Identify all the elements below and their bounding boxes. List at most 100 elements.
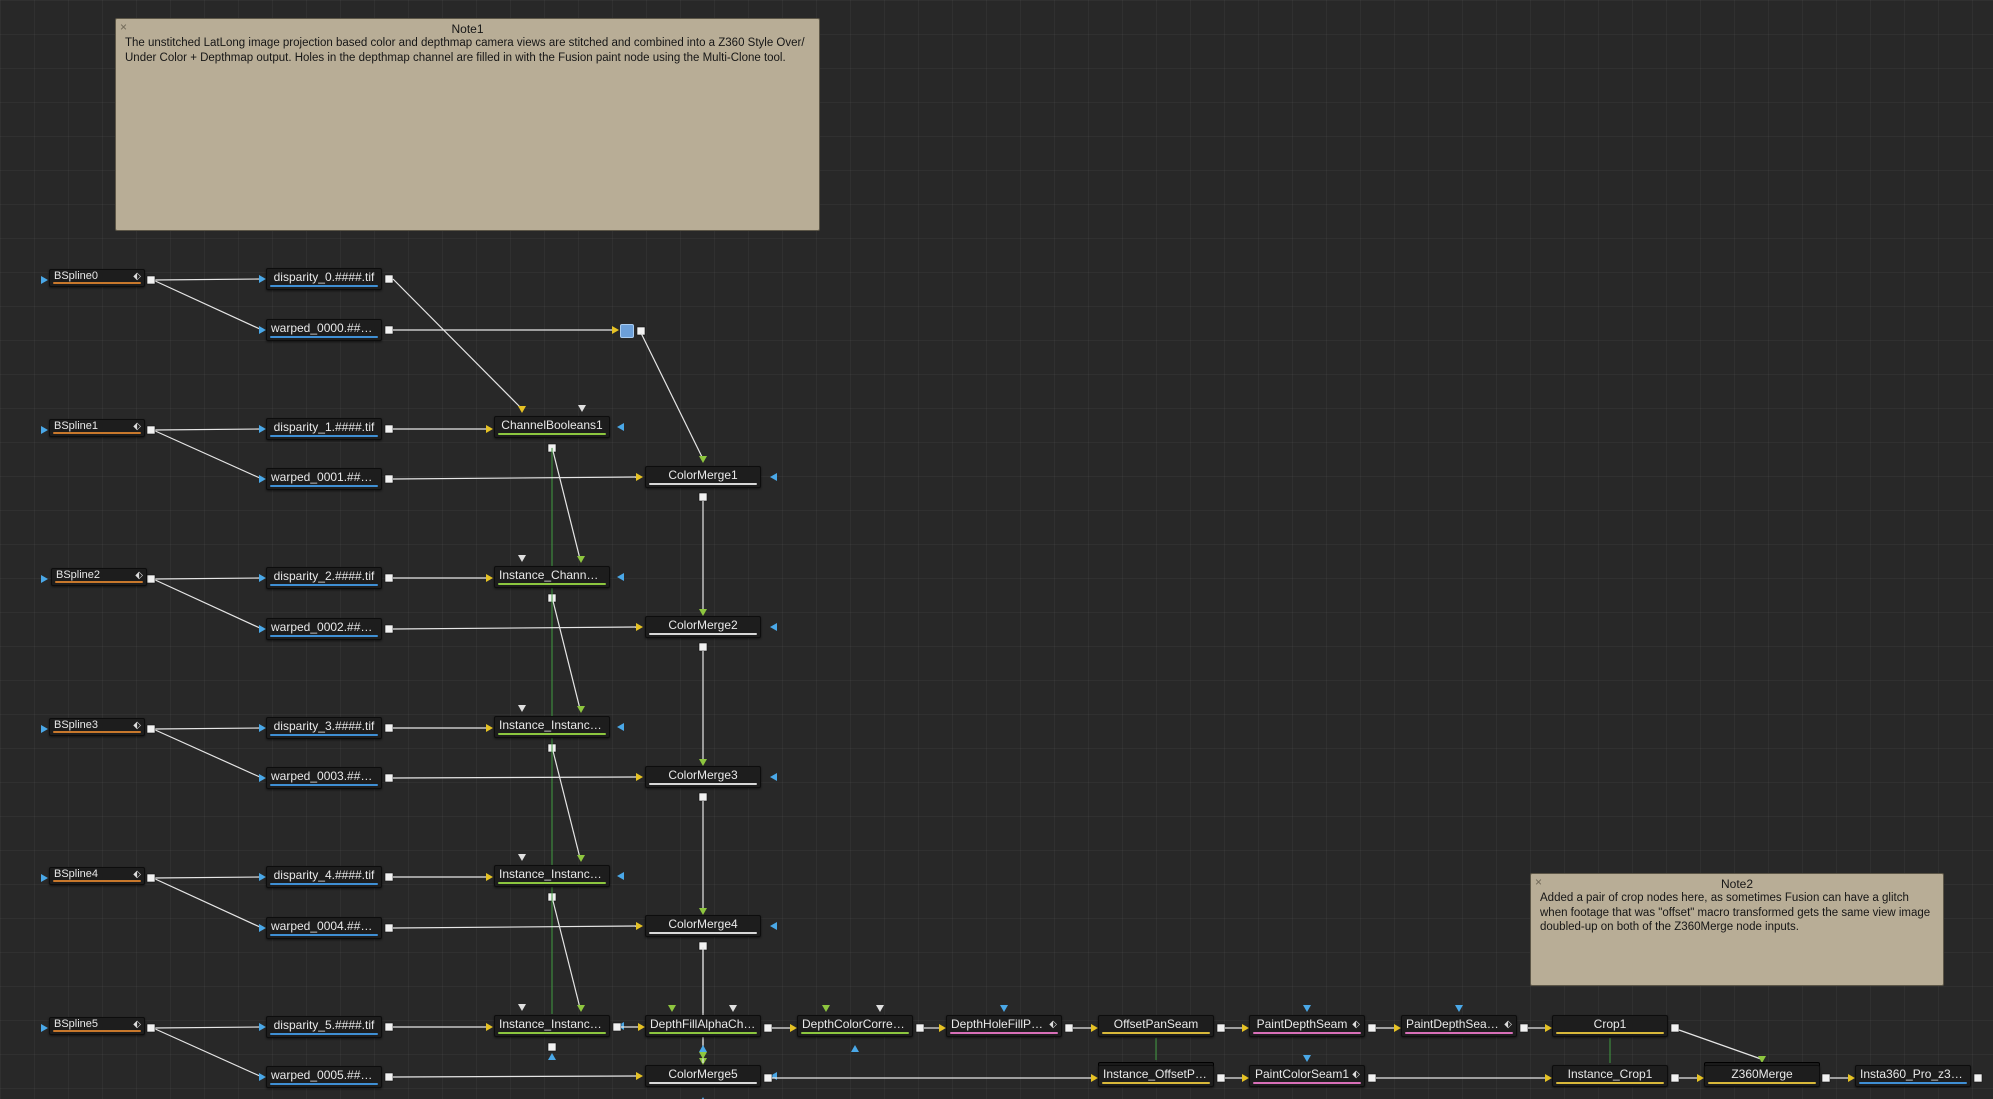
instance-instance-node-4[interactable]: Instance_Instance_... <box>494 865 610 887</box>
note2[interactable]: × Note2 Added a pair of crop nodes here,… <box>1530 873 1944 986</box>
paintcolorseam1-node[interactable]: PaintColorSeam1 ⬖ <box>1249 1065 1365 1087</box>
output-port <box>146 275 156 285</box>
warped4-loader-node[interactable]: warped_0004.####... <box>266 917 382 939</box>
warped2-loader-node[interactable]: warped_0002.####... <box>266 618 382 640</box>
channelbooleans1-node[interactable]: ChannelBooleans1 <box>494 416 610 438</box>
bspline4-node[interactable]: BSpline4 ⬖ <box>49 867 145 885</box>
input-arrow <box>486 425 493 433</box>
modifier-icon: ⬖ <box>133 869 141 880</box>
output-port <box>1367 1073 1377 1083</box>
wire <box>1678 1029 1762 1060</box>
output-port <box>146 724 156 734</box>
depthholefillpaint-node[interactable]: DepthHoleFillPai... ⬖ <box>946 1015 1062 1037</box>
disparity5-loader-node[interactable]: disparity_5.####.tif <box>266 1016 382 1038</box>
note1[interactable]: × Note1 The unstitched LatLong image pro… <box>115 18 820 231</box>
input-arrow <box>577 1005 585 1012</box>
wire <box>152 578 263 630</box>
input-arrow <box>636 1072 643 1080</box>
wire <box>152 279 263 331</box>
pipe-router[interactable] <box>620 324 634 338</box>
crop1-node[interactable]: Crop1 <box>1552 1015 1668 1037</box>
input-arrow <box>41 1024 48 1032</box>
input-arrow <box>790 1024 797 1032</box>
instance-crop1-node[interactable]: Instance_Crop1 <box>1552 1065 1668 1087</box>
output-port <box>1973 1073 1983 1083</box>
input-arrow <box>699 1045 707 1052</box>
instance-instance-node-5[interactable]: Instance_Instance_... <box>494 1015 610 1037</box>
wire <box>152 429 263 480</box>
depthfillalphachannel-node[interactable]: DepthFillAlphaCha... <box>645 1015 761 1037</box>
input-arrow <box>1545 1024 1552 1032</box>
instance-instance-node-3[interactable]: Instance_Instance_... <box>494 716 610 738</box>
input-arrow <box>259 425 266 433</box>
wire <box>152 1026 263 1029</box>
input-arrow <box>770 922 777 930</box>
input-arrow <box>518 854 526 861</box>
note2-close-icon[interactable]: × <box>1535 875 1543 889</box>
note1-close-icon[interactable]: × <box>120 20 128 34</box>
bspline1-node[interactable]: BSpline1 ⬖ <box>49 419 145 437</box>
instance-offsetpanseam-node[interactable]: Instance_OffsetPan... <box>1098 1065 1214 1087</box>
modifier-icon: ⬖ <box>133 720 141 731</box>
warped3-loader-node[interactable]: warped_0003.####... <box>266 767 382 789</box>
warped1-loader-node[interactable]: warped_0001.####... <box>266 468 382 490</box>
output-port <box>384 923 394 933</box>
input-arrow <box>876 1005 884 1012</box>
output-port <box>384 424 394 434</box>
output-port <box>547 1042 557 1052</box>
bspline3-node[interactable]: BSpline3 ⬖ <box>49 718 145 736</box>
input-arrow <box>636 922 643 930</box>
disparity0-loader-node[interactable]: disparity_0.####.tif <box>266 268 382 290</box>
input-arrow <box>1091 1074 1098 1082</box>
wire <box>392 476 639 480</box>
warped0-loader-node[interactable]: warped_0000.####... <box>266 319 382 341</box>
input-arrow <box>822 1005 830 1012</box>
output-port <box>1064 1023 1074 1033</box>
input-arrow <box>518 555 526 562</box>
input-arrow <box>1394 1024 1401 1032</box>
input-arrow <box>577 706 585 713</box>
colormerge4-node[interactable]: ColorMerge4 <box>645 915 761 937</box>
paintdepthseam-node[interactable]: PaintDepthSeam ⬖ <box>1249 1015 1365 1037</box>
wire <box>551 446 581 560</box>
colormerge2-node[interactable]: ColorMerge2 <box>645 616 761 638</box>
bspline0-node[interactable]: BSpline0 ⬖ <box>49 269 145 287</box>
input-arrow <box>617 423 624 431</box>
offsetpanseam-node[interactable]: OffsetPanSeam <box>1098 1015 1214 1037</box>
depthcolorcorrector-node[interactable]: DepthColorCorrect... <box>797 1015 913 1037</box>
bspline5-node[interactable]: BSpline5 ⬖ <box>49 1017 145 1035</box>
output-port <box>384 274 394 284</box>
instance-channelbooleans-node[interactable]: Instance_ChannelB... <box>494 566 610 588</box>
input-arrow <box>486 1023 493 1031</box>
output-port <box>612 1022 622 1032</box>
input-arrow <box>1303 1005 1311 1012</box>
bspline2-node[interactable]: BSpline2 ⬖ <box>51 568 147 586</box>
input-arrow <box>1545 1074 1552 1082</box>
output-port <box>1216 1073 1226 1083</box>
disparity3-loader-node[interactable]: disparity_3.####.tif <box>266 717 382 739</box>
modifier-icon: ⬖ <box>133 421 141 432</box>
colormerge5-node[interactable]: ColorMerge5 <box>645 1065 761 1087</box>
colormerge3-node[interactable]: ColorMerge3 <box>645 766 761 788</box>
note2-text: Added a pair of crop nodes here, as some… <box>1540 892 1931 933</box>
disparity1-loader-node[interactable]: disparity_1.####.tif <box>266 418 382 440</box>
colormerge1-node[interactable]: ColorMerge1 <box>645 466 761 488</box>
output-port <box>1670 1073 1680 1083</box>
insta360-saver-node[interactable]: Insta360_Pro_z360... <box>1855 1065 1971 1087</box>
input-arrow <box>1242 1024 1249 1032</box>
disparity2-loader-node[interactable]: disparity_2.####.tif <box>266 567 382 589</box>
output-port <box>1216 1023 1226 1033</box>
z360merge-node[interactable]: Z360Merge <box>1704 1065 1820 1087</box>
input-arrow <box>617 872 624 880</box>
input-arrow <box>699 908 707 915</box>
note2-title: Note2 <box>1720 877 1754 891</box>
input-arrow <box>41 725 48 733</box>
output-port <box>1821 1073 1831 1083</box>
disparity4-loader-node[interactable]: disparity_4.####.tif <box>266 866 382 888</box>
paintdepthseam2-node[interactable]: PaintDepthSeam2 ⬖ <box>1401 1015 1517 1037</box>
output-port <box>384 723 394 733</box>
output-port <box>698 792 708 802</box>
warped5-loader-node[interactable]: warped_0005.####... <box>266 1066 382 1088</box>
